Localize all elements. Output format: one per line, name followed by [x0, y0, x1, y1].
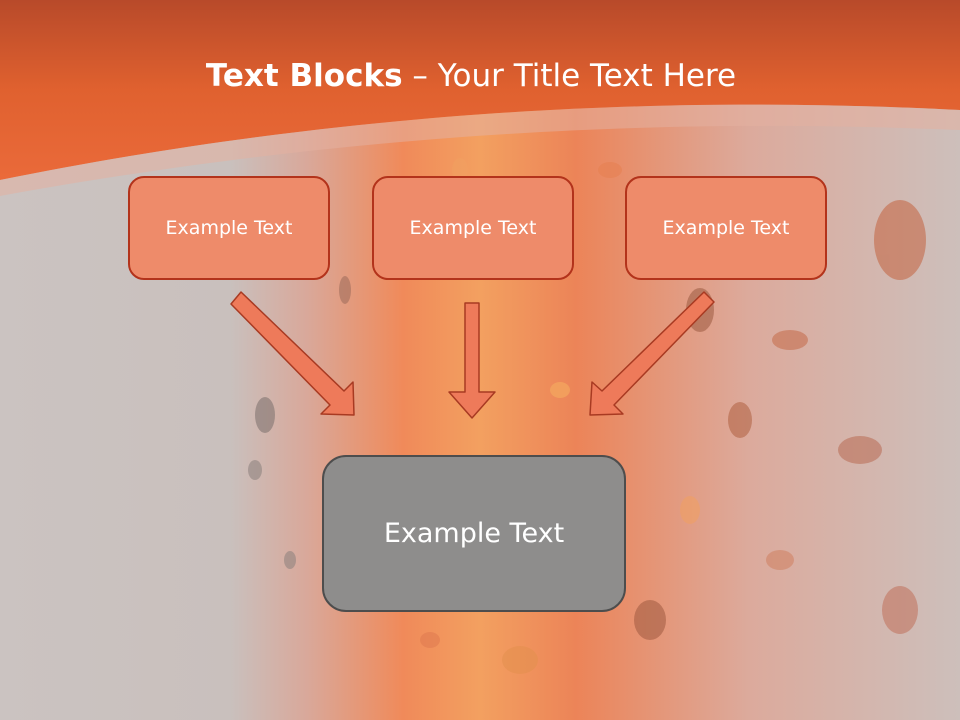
text-block-2[interactable]: Example Text [372, 176, 574, 280]
text-block-3[interactable]: Example Text [625, 176, 827, 280]
text-block-1[interactable]: Example Text [128, 176, 330, 280]
main-text-block-label: Example Text [383, 518, 565, 549]
title-rest: – Your Title Text Here [402, 58, 737, 94]
slide-title: Text Blocks – Your Title Text Here [0, 56, 942, 96]
text-block-2-label: Example Text [409, 217, 537, 239]
header-band [0, 0, 960, 180]
title-bold: Text Blocks [205, 58, 403, 94]
arrow-center [448, 302, 496, 419]
text-block-1-label: Example Text [165, 217, 293, 239]
text-block-3-label: Example Text [662, 217, 790, 239]
arrow-right [589, 291, 715, 416]
arrow-left [230, 291, 355, 416]
header-swoosh [0, 104, 960, 196]
main-text-block[interactable]: Example Text [322, 455, 626, 612]
